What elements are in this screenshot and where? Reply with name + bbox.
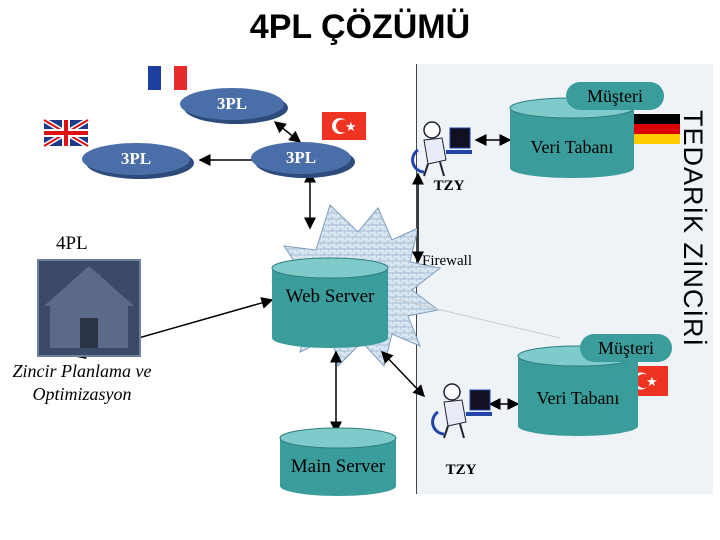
germany-flag-icon [634, 114, 680, 144]
supply-chain-label: TEDARİK ZİNCİRİ [678, 110, 708, 348]
firewall-label: Firewall [422, 253, 472, 269]
turkey-flag-icon: ★ [322, 112, 366, 140]
page-title: 4PL ÇÖZÜMÜ [249, 8, 471, 46]
db-label-top: Veri Tabanı [530, 137, 614, 157]
customer-label-top: Müşteri [587, 86, 643, 106]
svg-text:★: ★ [646, 375, 658, 390]
svg-text:★: ★ [345, 120, 357, 135]
3pl-plate-right [251, 142, 355, 178]
3pl-label-left: 3PL [120, 149, 152, 168]
optimization-label: Zincir Planlama ve Optimizasyon [12, 361, 152, 404]
db-label-bottom: Veri Tabanı [536, 388, 620, 408]
3pl-plate-left [82, 143, 194, 179]
3pl-plate-top [180, 88, 288, 124]
customer-label-bottom: Müşteri [598, 338, 654, 358]
3pl-label-right: 3PL [285, 148, 317, 167]
france-flag-icon [148, 66, 187, 90]
link-3pl-top [273, 121, 302, 143]
web-server-label: Web Server [285, 286, 375, 307]
web-server-db [271, 257, 389, 348]
3pl-label-top: 3PL [216, 94, 248, 113]
4pl-house-icon [37, 259, 141, 357]
link-webserver-tzy-bottom [380, 350, 426, 398]
tzy-label-bottom: TZY [445, 462, 477, 478]
customer-pill-bottom [580, 334, 672, 362]
user-computer-icon-bottom [431, 383, 492, 439]
tzy-label-top: TZY [433, 178, 465, 194]
main-server-db [279, 427, 397, 496]
customer-pill-top [566, 82, 664, 110]
user-computer-icon-top [411, 121, 472, 177]
uk-flag-icon [42, 117, 90, 149]
4pl-label: 4PL [56, 233, 88, 254]
main-server-label: Main Server [290, 456, 386, 477]
link-webserver-customer [389, 297, 561, 339]
